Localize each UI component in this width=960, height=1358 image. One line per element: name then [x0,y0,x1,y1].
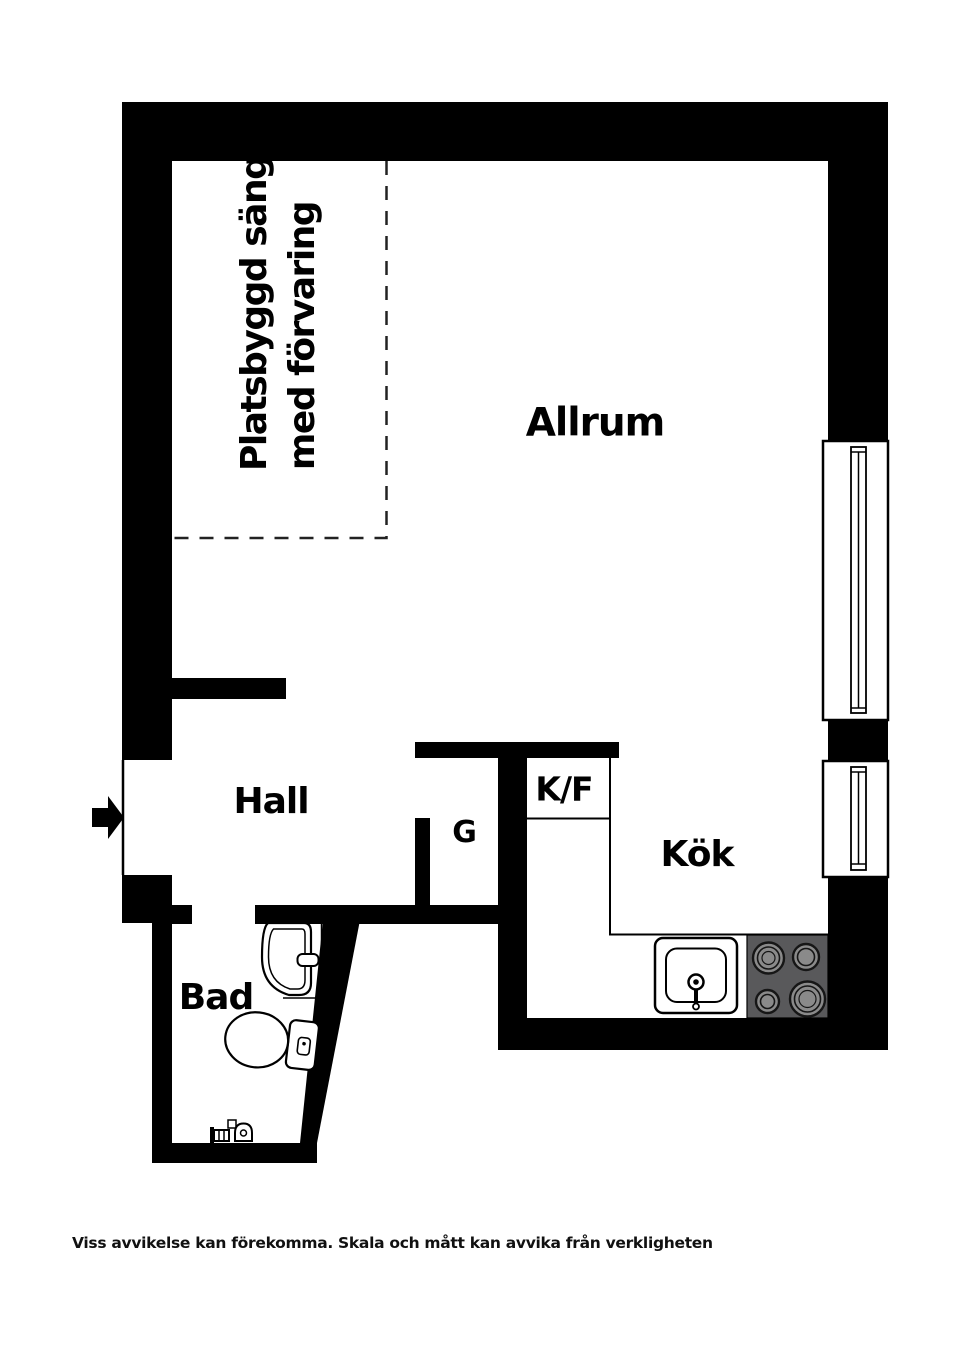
wall-left-mid [122,875,172,923]
wall-right-upper [828,161,888,441]
kitchen-sink-icon [653,936,739,1015]
entrance-arrow-icon [92,796,124,839]
wall-garderob [415,818,430,907]
disclaimer-text: Viss avvikelse kan förekomma. Skala och … [72,1234,713,1252]
floor-drain-icon [210,1119,253,1143]
wall-kitchen-bottom [498,1018,888,1050]
room-label-garderob: G [452,815,477,850]
stove-icon [746,934,829,1019]
bed-annotation-line1: Platsbyggd säng [234,155,275,471]
wall-hall-bottom [255,905,502,924]
wall-right-between-windows [828,720,888,761]
room-label-kyl-frys: K/F [535,769,593,809]
washbasin-icon [260,921,323,999]
window-1-icon [821,439,890,722]
wall-bath-bottom [152,1143,317,1163]
room-label-bad: Bad [178,977,255,1018]
bed-annotation: Platsbyggd säng med förvaring [231,155,331,471]
wall-kitchen-left [498,742,527,1018]
toilet-icon [224,1011,320,1071]
room-label-kok: Kök [660,834,735,875]
wall-bath-left [152,922,172,1143]
wall-bath-diagonal [300,920,360,1143]
wall-kitchen-top [415,742,619,758]
built-in-bed-dashed-outline [172,161,388,540]
room-label-allrum: Allrum [525,400,666,446]
wall-top [122,102,888,161]
bed-annotation-line2: med förvaring [281,201,323,471]
room-label-hall: Hall [233,781,309,822]
walls [122,102,888,1163]
wall-left-upper [122,102,172,760]
wall-bad-door-stub [172,905,192,924]
wall-hall-top-stub [172,678,286,699]
window-2-icon [821,759,890,879]
